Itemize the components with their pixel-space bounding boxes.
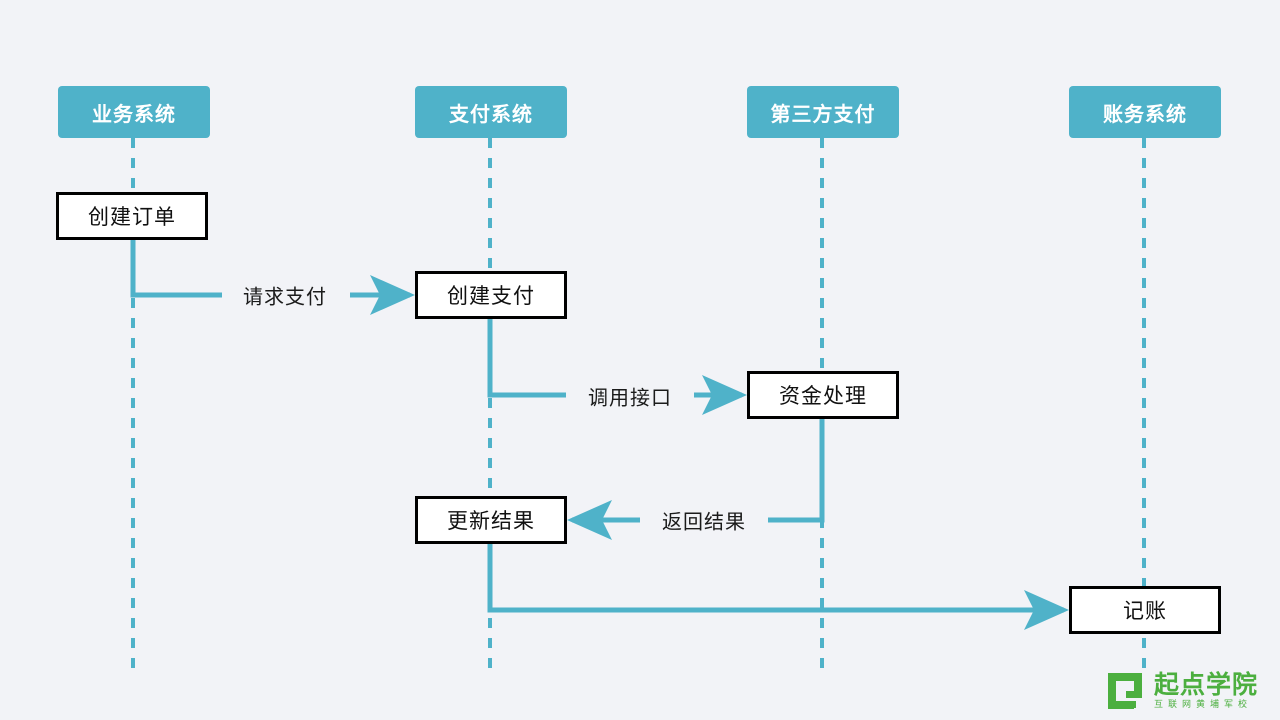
step-box-create-order[interactable]: 创建订单: [56, 192, 208, 240]
message-label-gap-return-result: [640, 503, 768, 537]
message-label-gap-call-api: [566, 378, 694, 412]
actor-header-payment[interactable]: 支付系统: [415, 86, 567, 138]
actor-header-business[interactable]: 业务系统: [58, 86, 210, 138]
actor-label-payment: 支付系统: [449, 101, 533, 126]
brand-text: 起点学院 互联网黄埔军校: [1154, 669, 1259, 711]
step-label-update-result: 更新结果: [447, 509, 535, 533]
message-label-gap-request-payment: [222, 278, 350, 312]
brand-name: 起点学院: [1154, 669, 1259, 699]
step-label-bookkeeping: 记账: [1123, 599, 1167, 623]
actor-label-business: 业务系统: [92, 101, 176, 126]
brand-tagline: 互联网黄埔军校: [1154, 699, 1253, 710]
step-label-create-payment: 创建支付: [447, 284, 535, 308]
step-box-create-payment[interactable]: 创建支付: [415, 271, 567, 319]
message-label-return-result: 返回结果: [662, 509, 746, 534]
step-label-create-order: 创建订单: [88, 205, 176, 229]
step-box-fund-process[interactable]: 资金处理: [747, 371, 899, 419]
step-box-update-result[interactable]: 更新结果: [415, 496, 567, 544]
message-path-post-ledger: [487, 544, 1069, 630]
message-label-request-payment: 请求支付: [243, 284, 327, 309]
step-label-fund-process: 资金处理: [779, 384, 867, 408]
brand-logo: 起点学院 互联网黄埔军校: [1104, 668, 1264, 714]
qidian-logo-icon: [1108, 673, 1142, 709]
actor-header-thirdparty[interactable]: 第三方支付: [747, 86, 899, 138]
message-label-call-api: 调用接口: [588, 385, 672, 410]
step-box-bookkeeping[interactable]: 记账: [1069, 586, 1221, 634]
actor-header-accounting[interactable]: 账务系统: [1069, 86, 1221, 138]
actor-label-accounting: 账务系统: [1103, 101, 1187, 126]
actor-label-thirdparty: 第三方支付: [770, 101, 876, 126]
